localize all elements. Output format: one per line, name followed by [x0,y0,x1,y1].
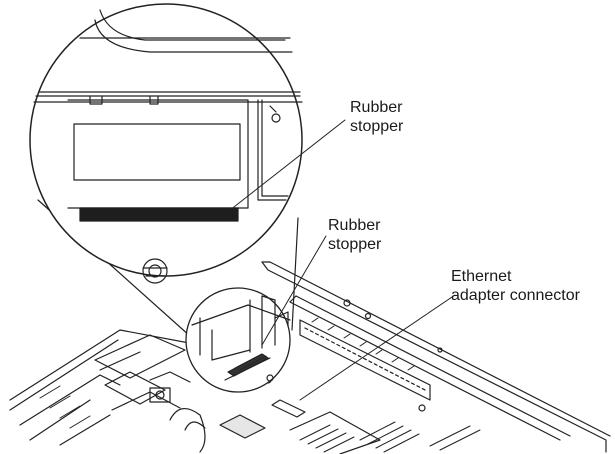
callout-ethernet-adapter-connector: Ethernet adapter connector [451,267,580,305]
callout-rubber-stopper-zoom-line1: Rubber [350,99,403,116]
callout-leader-lines [224,119,456,401]
detail-circle [185,287,291,393]
callout-rubber-stopper-zoom-line2: stopper [350,118,404,135]
callout-ethernet-line2: adapter connector [451,287,580,304]
callout-rubber-stopper-line1: Rubber [328,217,381,234]
zoom-circle [29,3,303,284]
callout-rubber-stopper: Rubber stopper [328,216,381,254]
callout-rubber-stopper-zoom: Rubber stopper [350,98,403,136]
callout-ethernet-line1: Ethernet [451,268,512,285]
callout-rubber-stopper-line2: stopper [328,236,382,253]
server-chassis [9,261,611,454]
